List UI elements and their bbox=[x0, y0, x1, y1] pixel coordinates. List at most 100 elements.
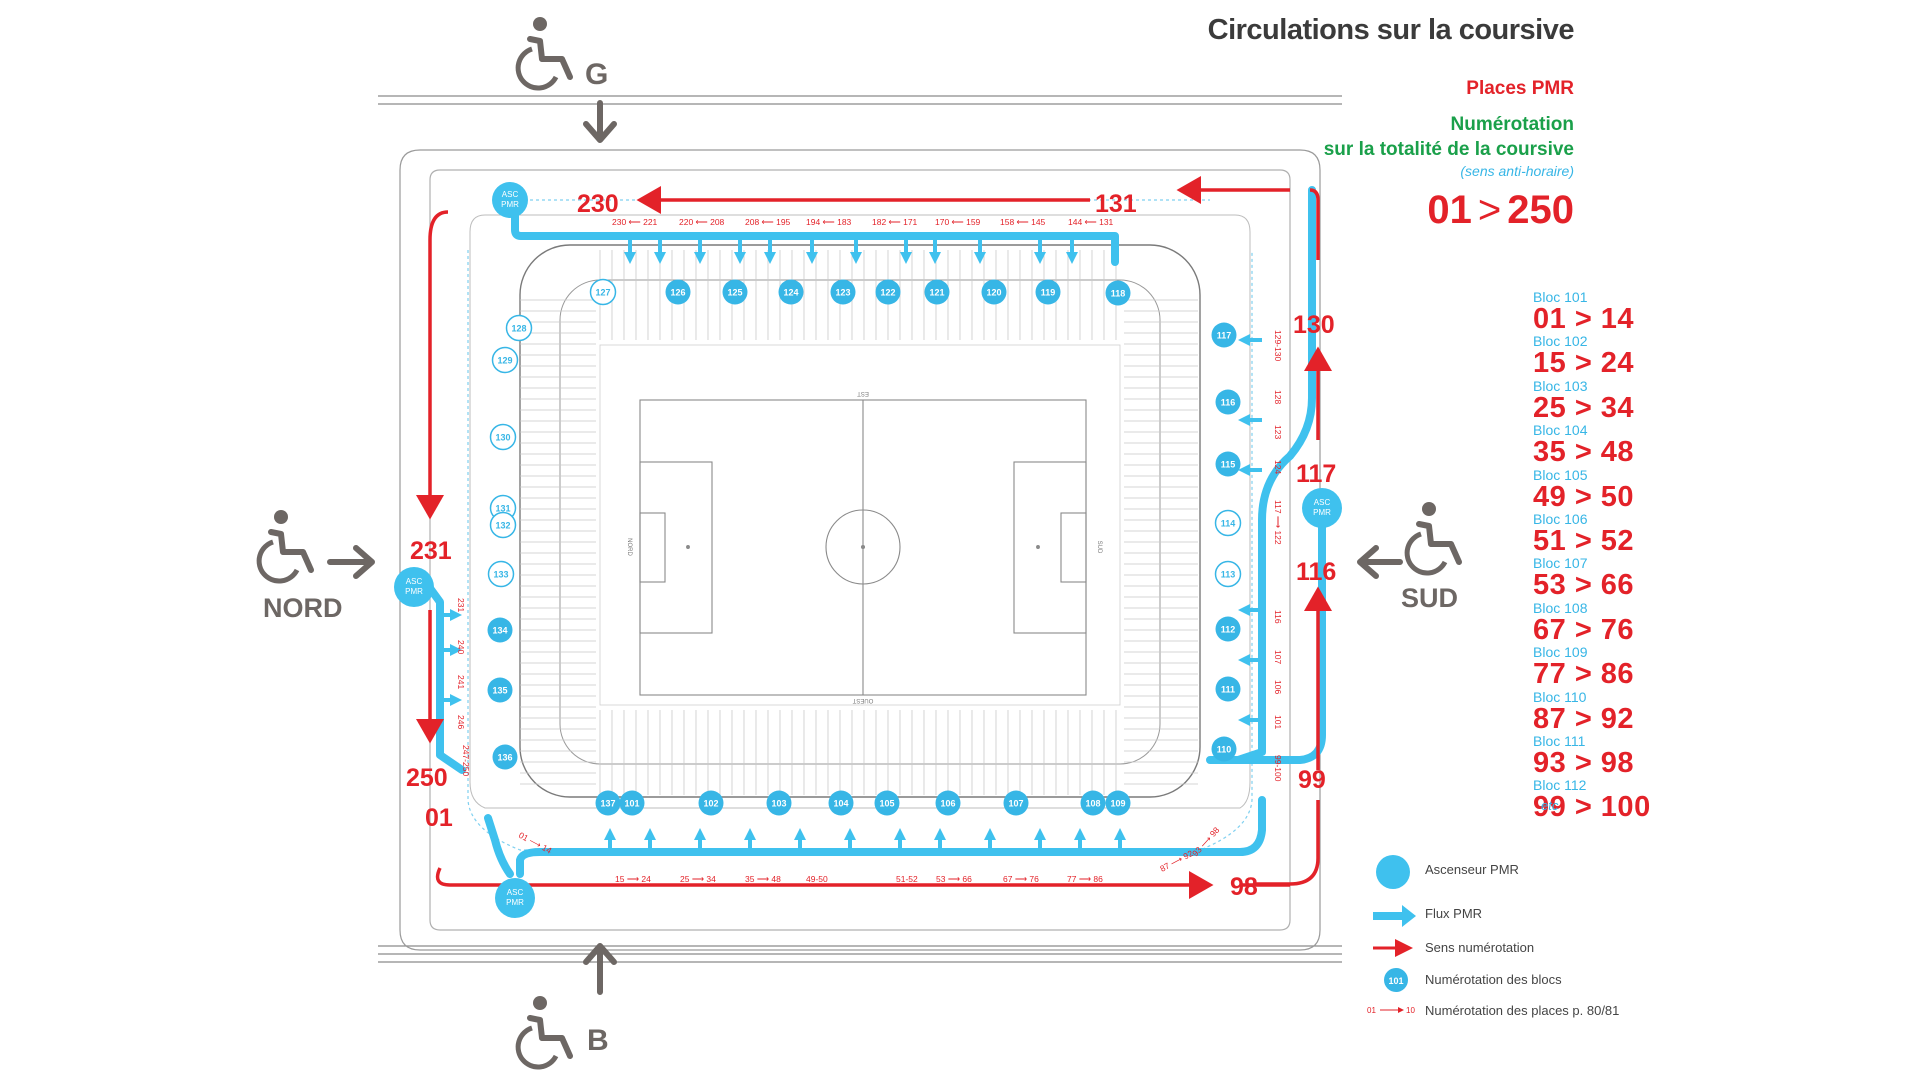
svg-text:137: 137 bbox=[600, 799, 615, 809]
bloc-range: 93 > 98 bbox=[1533, 746, 1635, 779]
legend-blocks-label: Numérotation des blocs bbox=[1425, 972, 1562, 987]
pitch bbox=[639, 399, 1087, 696]
corner-number-116: 116 bbox=[1296, 558, 1336, 586]
block-badge-121: 121 bbox=[924, 279, 950, 305]
block-badge-123: 123 bbox=[830, 279, 856, 305]
svg-text:01: 01 bbox=[1367, 1006, 1376, 1015]
corner-number-131: 131 bbox=[1095, 190, 1137, 218]
svg-text:NORD: NORD bbox=[263, 593, 343, 623]
block-badge-127: 127 bbox=[589, 278, 617, 306]
block-badge-114: 114 bbox=[1214, 509, 1242, 537]
svg-text:127: 127 bbox=[595, 288, 610, 298]
block-badge-124: 124 bbox=[778, 279, 804, 305]
seat-range-label: 15 ⟶ 24 bbox=[615, 874, 651, 884]
direction-note: (sens anti-horaire) bbox=[1460, 163, 1574, 179]
elevator-left: ASC PMR bbox=[394, 567, 434, 607]
block-badge-icon: 101 bbox=[1384, 968, 1408, 992]
svg-text:10: 10 bbox=[1406, 1006, 1415, 1015]
block-badge-126: 126 bbox=[665, 279, 691, 305]
bloc-range: 51 > 52 bbox=[1533, 524, 1635, 557]
svg-text:119: 119 bbox=[1041, 288, 1056, 298]
corner-number-99: 99 bbox=[1298, 766, 1326, 794]
svg-text:123: 123 bbox=[835, 288, 850, 298]
block-badge-117: 117 bbox=[1211, 322, 1237, 348]
seat-range-label: 117 ⟶ 122 bbox=[1273, 500, 1283, 545]
svg-text:PMR: PMR bbox=[501, 200, 519, 209]
seat-range-label: 67 ⟶ 76 bbox=[1003, 874, 1039, 884]
seat-range-label: 25 ⟶ 34 bbox=[680, 874, 716, 884]
block-badge-111: 111 bbox=[1215, 676, 1241, 702]
bloc-range: 25 > 34 bbox=[1533, 391, 1635, 424]
field-label-bottom: OUEST bbox=[852, 697, 873, 703]
bloc-range: 49 > 50 bbox=[1533, 480, 1635, 513]
corner-number-01: 01 bbox=[425, 804, 453, 832]
svg-text:ASC: ASC bbox=[502, 190, 519, 199]
pmr-places-label: Places PMR bbox=[1466, 78, 1574, 99]
elevator-bottom: ASC PMR bbox=[495, 878, 535, 918]
bloc-label: Bloc 102 bbox=[1533, 333, 1588, 350]
corner-number-230: 230 bbox=[577, 190, 619, 218]
svg-text:112: 112 bbox=[1221, 625, 1236, 635]
wheelchair-icon bbox=[515, 17, 573, 91]
total-range: 01>250 bbox=[1427, 188, 1574, 232]
svg-text:135: 135 bbox=[492, 686, 507, 696]
inner-corridor bbox=[467, 199, 1253, 851]
numbering-direction bbox=[416, 176, 1332, 899]
block-badge-137: 137 bbox=[595, 790, 621, 816]
wheelchair-icon bbox=[515, 996, 573, 1070]
block-badge-109: 109 bbox=[1105, 790, 1131, 816]
seat-range-label: 124 bbox=[1273, 460, 1283, 474]
svg-text:132: 132 bbox=[495, 521, 510, 531]
svg-text:136: 136 bbox=[497, 753, 512, 763]
svg-text:120: 120 bbox=[986, 288, 1001, 298]
elevator-right: ASC PMR bbox=[1302, 488, 1342, 528]
seat-range-label: 182 ⟵ 171 bbox=[872, 217, 918, 227]
seat-range-label: 128 bbox=[1273, 390, 1283, 404]
seat-range-label: 123 bbox=[1273, 425, 1283, 439]
bloc-label: Bloc 112 bbox=[1533, 777, 1587, 794]
svg-text:107: 107 bbox=[1008, 799, 1023, 809]
corner-number-231: 231 bbox=[410, 537, 452, 565]
svg-text:122: 122 bbox=[880, 288, 895, 298]
svg-text:128: 128 bbox=[511, 324, 526, 334]
svg-text:102: 102 bbox=[703, 799, 718, 809]
svg-text:PMR: PMR bbox=[1313, 508, 1331, 517]
seat-range-label: 246 bbox=[456, 715, 466, 729]
legend-seat-label: Numérotation des places p. 80/81 bbox=[1425, 1003, 1620, 1018]
legend-elevator-label: Ascenseur PMR bbox=[1425, 862, 1519, 877]
svg-text:110: 110 bbox=[1217, 745, 1232, 755]
svg-text:125: 125 bbox=[727, 288, 742, 298]
bloc-label: Bloc 111 bbox=[1533, 732, 1586, 749]
svg-text:111: 111 bbox=[1221, 685, 1235, 695]
entrance-gate-b: B bbox=[515, 943, 617, 1070]
bloc-label: Bloc 105 bbox=[1533, 466, 1588, 483]
block-badge-134: 134 bbox=[487, 617, 513, 643]
svg-text:ASC: ASC bbox=[507, 888, 524, 897]
flow-arrow-icon bbox=[1373, 905, 1416, 927]
block-badge-103: 103 bbox=[766, 790, 792, 816]
legend-direction-label: Sens numérotation bbox=[1425, 940, 1535, 955]
svg-text:101: 101 bbox=[624, 799, 639, 809]
svg-text:121: 121 bbox=[929, 288, 944, 298]
svg-text:PMR: PMR bbox=[506, 898, 524, 907]
svg-text:117: 117 bbox=[1217, 331, 1232, 341]
svg-text:101: 101 bbox=[1388, 976, 1403, 986]
seat-range-label: 51-52 bbox=[896, 874, 918, 884]
bloc-etc: etc bbox=[1541, 798, 1559, 813]
seat-range-label: 101 bbox=[1273, 715, 1283, 729]
wheelchair-icon bbox=[256, 510, 314, 584]
page-title: Circulations sur la coursive bbox=[1207, 14, 1575, 46]
bloc-range: 99 > 100 bbox=[1533, 791, 1651, 824]
field-label-left: NORD bbox=[626, 538, 632, 556]
svg-text:114: 114 bbox=[1221, 519, 1236, 529]
seat-range-label: 99-100 bbox=[1273, 755, 1283, 782]
seat-range-label: 116 bbox=[1273, 610, 1283, 624]
svg-text:104: 104 bbox=[833, 799, 848, 809]
numbering-label-1: Numérotation bbox=[1450, 114, 1575, 135]
